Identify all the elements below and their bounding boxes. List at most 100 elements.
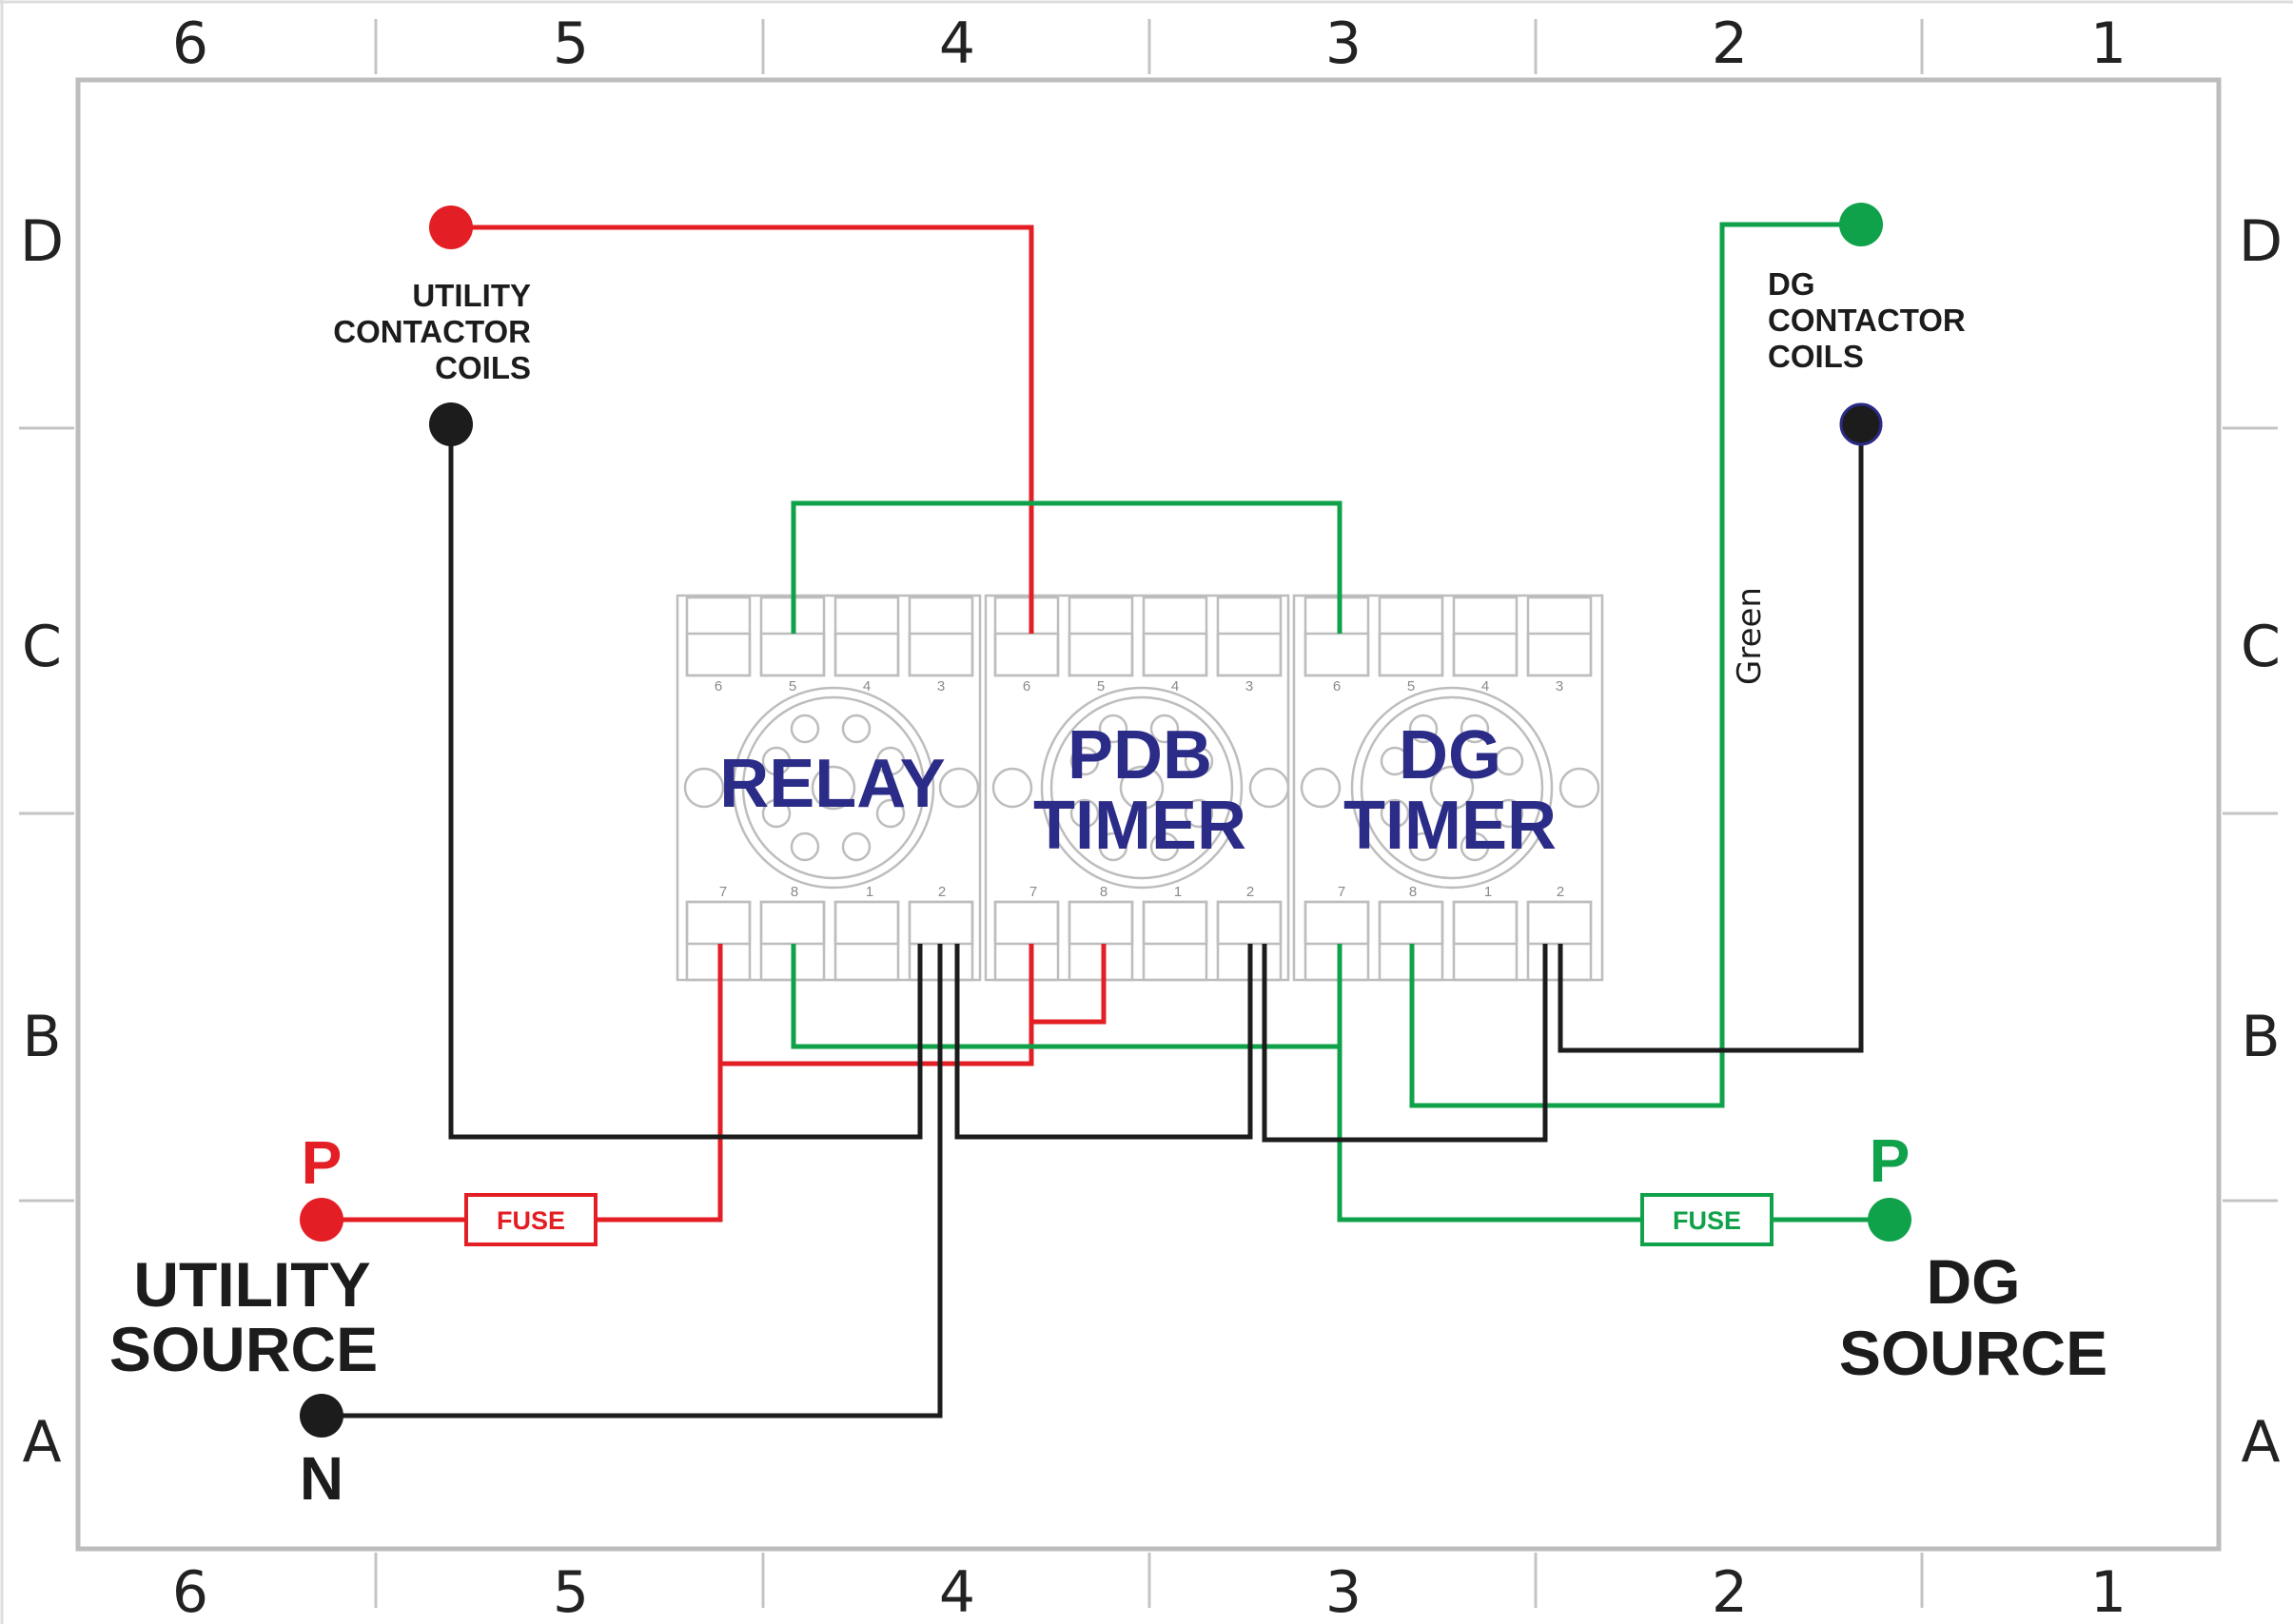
pdb-pin-label: 7 <box>1029 884 1037 900</box>
pdb-timer-label-line2: TIMER <box>1033 788 1246 864</box>
utility-coil-line-terminal <box>429 205 473 249</box>
dg-pin-label: 7 <box>1338 884 1345 900</box>
col-label-top: 6 <box>172 10 208 77</box>
dg-pin-label: 2 <box>1557 884 1564 900</box>
col-label-bottom: 4 <box>939 1559 975 1624</box>
pin-numbers: 6 5 4 3 7 8 1 2 6 5 4 3 7 8 1 2 6 5 4 3 … <box>715 678 1564 900</box>
pdb-timer-label-line1: PDB <box>1068 717 1212 793</box>
col-label-bottom: 3 <box>1325 1559 1362 1624</box>
relay-pin-label: 5 <box>789 678 796 695</box>
dg-p-terminal <box>1868 1198 1911 1242</box>
dg-pin-label: 3 <box>1556 678 1563 695</box>
green-wire-label: Green <box>1731 587 1769 685</box>
relay-pin-label: 8 <box>791 884 798 900</box>
dg-pin-label: 1 <box>1484 884 1492 900</box>
fuse-dg: FUSE <box>1640 1193 1774 1246</box>
dg-coil-line-terminal <box>1839 203 1883 246</box>
row-label-left: A <box>22 1409 61 1476</box>
red-wire-relay7-to-pdb7 <box>720 944 1034 1066</box>
relay-label: RELAY <box>719 746 945 822</box>
red-wire-pdb7-pdb8 <box>1031 944 1107 1025</box>
black-wire-dg2-to-dg-coil <box>1558 424 1864 1053</box>
dg-coils-label-line2: CONTACTOR <box>1768 303 1966 338</box>
green-wire-dg8-to-coil <box>1409 222 1861 1108</box>
dg-source-label-line1: DG <box>1927 1246 2021 1317</box>
col-label-bottom: 1 <box>2090 1559 2126 1624</box>
dg-pin-label: 4 <box>1481 678 1489 695</box>
pdb-pin-label: 1 <box>1174 884 1182 900</box>
fuse-dg-label: FUSE <box>1673 1206 1741 1235</box>
socket-titles: RELAY PDB TIMER DG TIMER <box>719 717 1557 864</box>
col-label-top: 5 <box>553 10 589 77</box>
col-label-top: 1 <box>2090 10 2126 77</box>
row-label-left: B <box>22 1004 61 1070</box>
dg-socket-base <box>1292 594 1604 982</box>
utility-source-label-line2: SOURCE <box>109 1314 378 1384</box>
relay-pin-label: 1 <box>866 884 873 900</box>
col-label-bottom: 6 <box>172 1559 208 1624</box>
relay-socket-base <box>676 594 982 982</box>
utility-coils-label-line1: UTILITY <box>412 278 531 313</box>
col-label-top: 4 <box>939 10 975 77</box>
dg-p-label: P <box>1870 1126 1911 1195</box>
relay-pin-label: 7 <box>719 884 727 900</box>
fuse-utility: FUSE <box>464 1193 598 1246</box>
row-label-right: D <box>2239 208 2283 275</box>
utility-coils-label-line2: CONTACTOR <box>333 314 531 349</box>
dg-coil-neutral-terminal <box>1839 402 1883 446</box>
utility-n-terminal <box>300 1394 343 1438</box>
dg-coils-label-line1: DG <box>1768 266 1815 302</box>
row-label-right: B <box>2241 1004 2280 1070</box>
utility-n-label: N <box>300 1444 343 1513</box>
pdb-pin-label: 5 <box>1097 678 1105 695</box>
dg-pin-label: 5 <box>1407 678 1415 695</box>
col-label-bottom: 2 <box>1712 1559 1748 1624</box>
green-wire-relay8-to-dg7 <box>791 944 1340 1049</box>
utility-source-label-line1: UTILITY <box>133 1249 370 1320</box>
dg-pin-label: 6 <box>1333 678 1341 695</box>
frame-labels: 6 5 4 3 2 1 6 5 4 3 2 1 D C B A D C B A <box>20 10 2283 1624</box>
source-labels: P UTILITY SOURCE N P DG SOURCE <box>109 1126 2107 1513</box>
col-label-bottom: 5 <box>553 1559 589 1624</box>
relay-pin-label: 2 <box>938 884 946 900</box>
dg-timer-label-line1: DG <box>1399 717 1501 793</box>
row-label-right: C <box>2241 614 2281 680</box>
pdb-pin-label: 3 <box>1245 678 1253 695</box>
pdb-pin-label: 2 <box>1246 884 1254 900</box>
terminals <box>300 203 1911 1438</box>
green-wire-dg7-to-fuse <box>1337 944 1642 1223</box>
red-wire-coil-to-pdb6 <box>451 225 1034 634</box>
black-wire-pdb2-to-dg2 <box>1262 944 1548 1143</box>
pdb-pin-label: 8 <box>1100 884 1107 900</box>
black-wire-utility-coil <box>448 424 923 1140</box>
dg-timer-label-line2: TIMER <box>1343 788 1557 864</box>
green-wire-relay5-to-dg6 <box>791 500 1342 634</box>
wires <box>319 222 1888 1419</box>
red-wire-fuse-out <box>596 944 723 1223</box>
col-label-top: 2 <box>1712 10 1748 77</box>
socket-bases <box>676 594 1604 982</box>
dg-pin-label: 8 <box>1409 884 1417 900</box>
relay-pin-label: 3 <box>937 678 945 695</box>
row-label-left: D <box>20 208 64 275</box>
pdb-socket-base <box>984 594 1290 982</box>
fuse-utility-label: FUSE <box>497 1206 565 1235</box>
relay-pin-label: 4 <box>863 678 871 695</box>
utility-p-terminal <box>300 1198 343 1242</box>
row-label-right: A <box>2241 1409 2280 1476</box>
pdb-pin-label: 6 <box>1023 678 1030 695</box>
utility-coils-label-line3: COILS <box>435 350 531 385</box>
coil-labels: UTILITY CONTACTOR COILS DG CONTACTOR COI… <box>333 266 1966 385</box>
utility-coil-neutral-terminal <box>429 402 473 446</box>
black-wire-neutral-n <box>322 944 943 1419</box>
utility-p-label: P <box>302 1128 343 1197</box>
relay-pin-label: 6 <box>715 678 722 695</box>
row-label-left: C <box>22 614 62 680</box>
pdb-pin-label: 4 <box>1171 678 1179 695</box>
dg-coils-label-line3: COILS <box>1768 339 1864 374</box>
dg-source-label-line2: SOURCE <box>1839 1318 2107 1388</box>
col-label-top: 3 <box>1325 10 1362 77</box>
black-wire-relay2-to-pdb2 <box>954 944 1253 1140</box>
